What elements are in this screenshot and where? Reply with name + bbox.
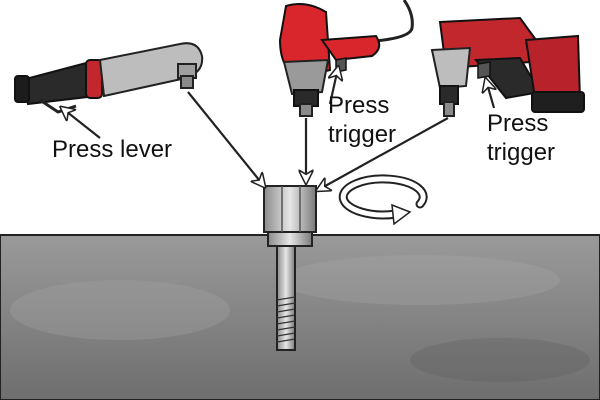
bolt-thread — [276, 296, 296, 343]
arrow-to-ratchet-lever — [62, 108, 101, 139]
rotation-arrow-icon — [338, 174, 428, 226]
pointer-arrows — [62, 68, 494, 190]
arrow-to-driver-trigger — [486, 80, 494, 109]
label-drill-trigger: trigger — [328, 121, 397, 148]
bolt — [263, 185, 317, 351]
label-press-lever: Press lever — [52, 136, 173, 163]
arrow-driver-to-nut — [318, 117, 449, 190]
label-driver-press: Press — [487, 110, 549, 137]
air-ratchet-tool — [14, 42, 204, 114]
label-driver-trigger: trigger — [487, 139, 556, 166]
cordless-driver-tool — [430, 16, 585, 117]
corded-drill-tool — [278, 0, 414, 117]
label-drill-press: Press — [328, 92, 390, 119]
arrow-to-drill-trigger — [330, 68, 338, 105]
work-surface — [0, 234, 600, 400]
arrow-ratchet-to-nut — [187, 91, 264, 186]
